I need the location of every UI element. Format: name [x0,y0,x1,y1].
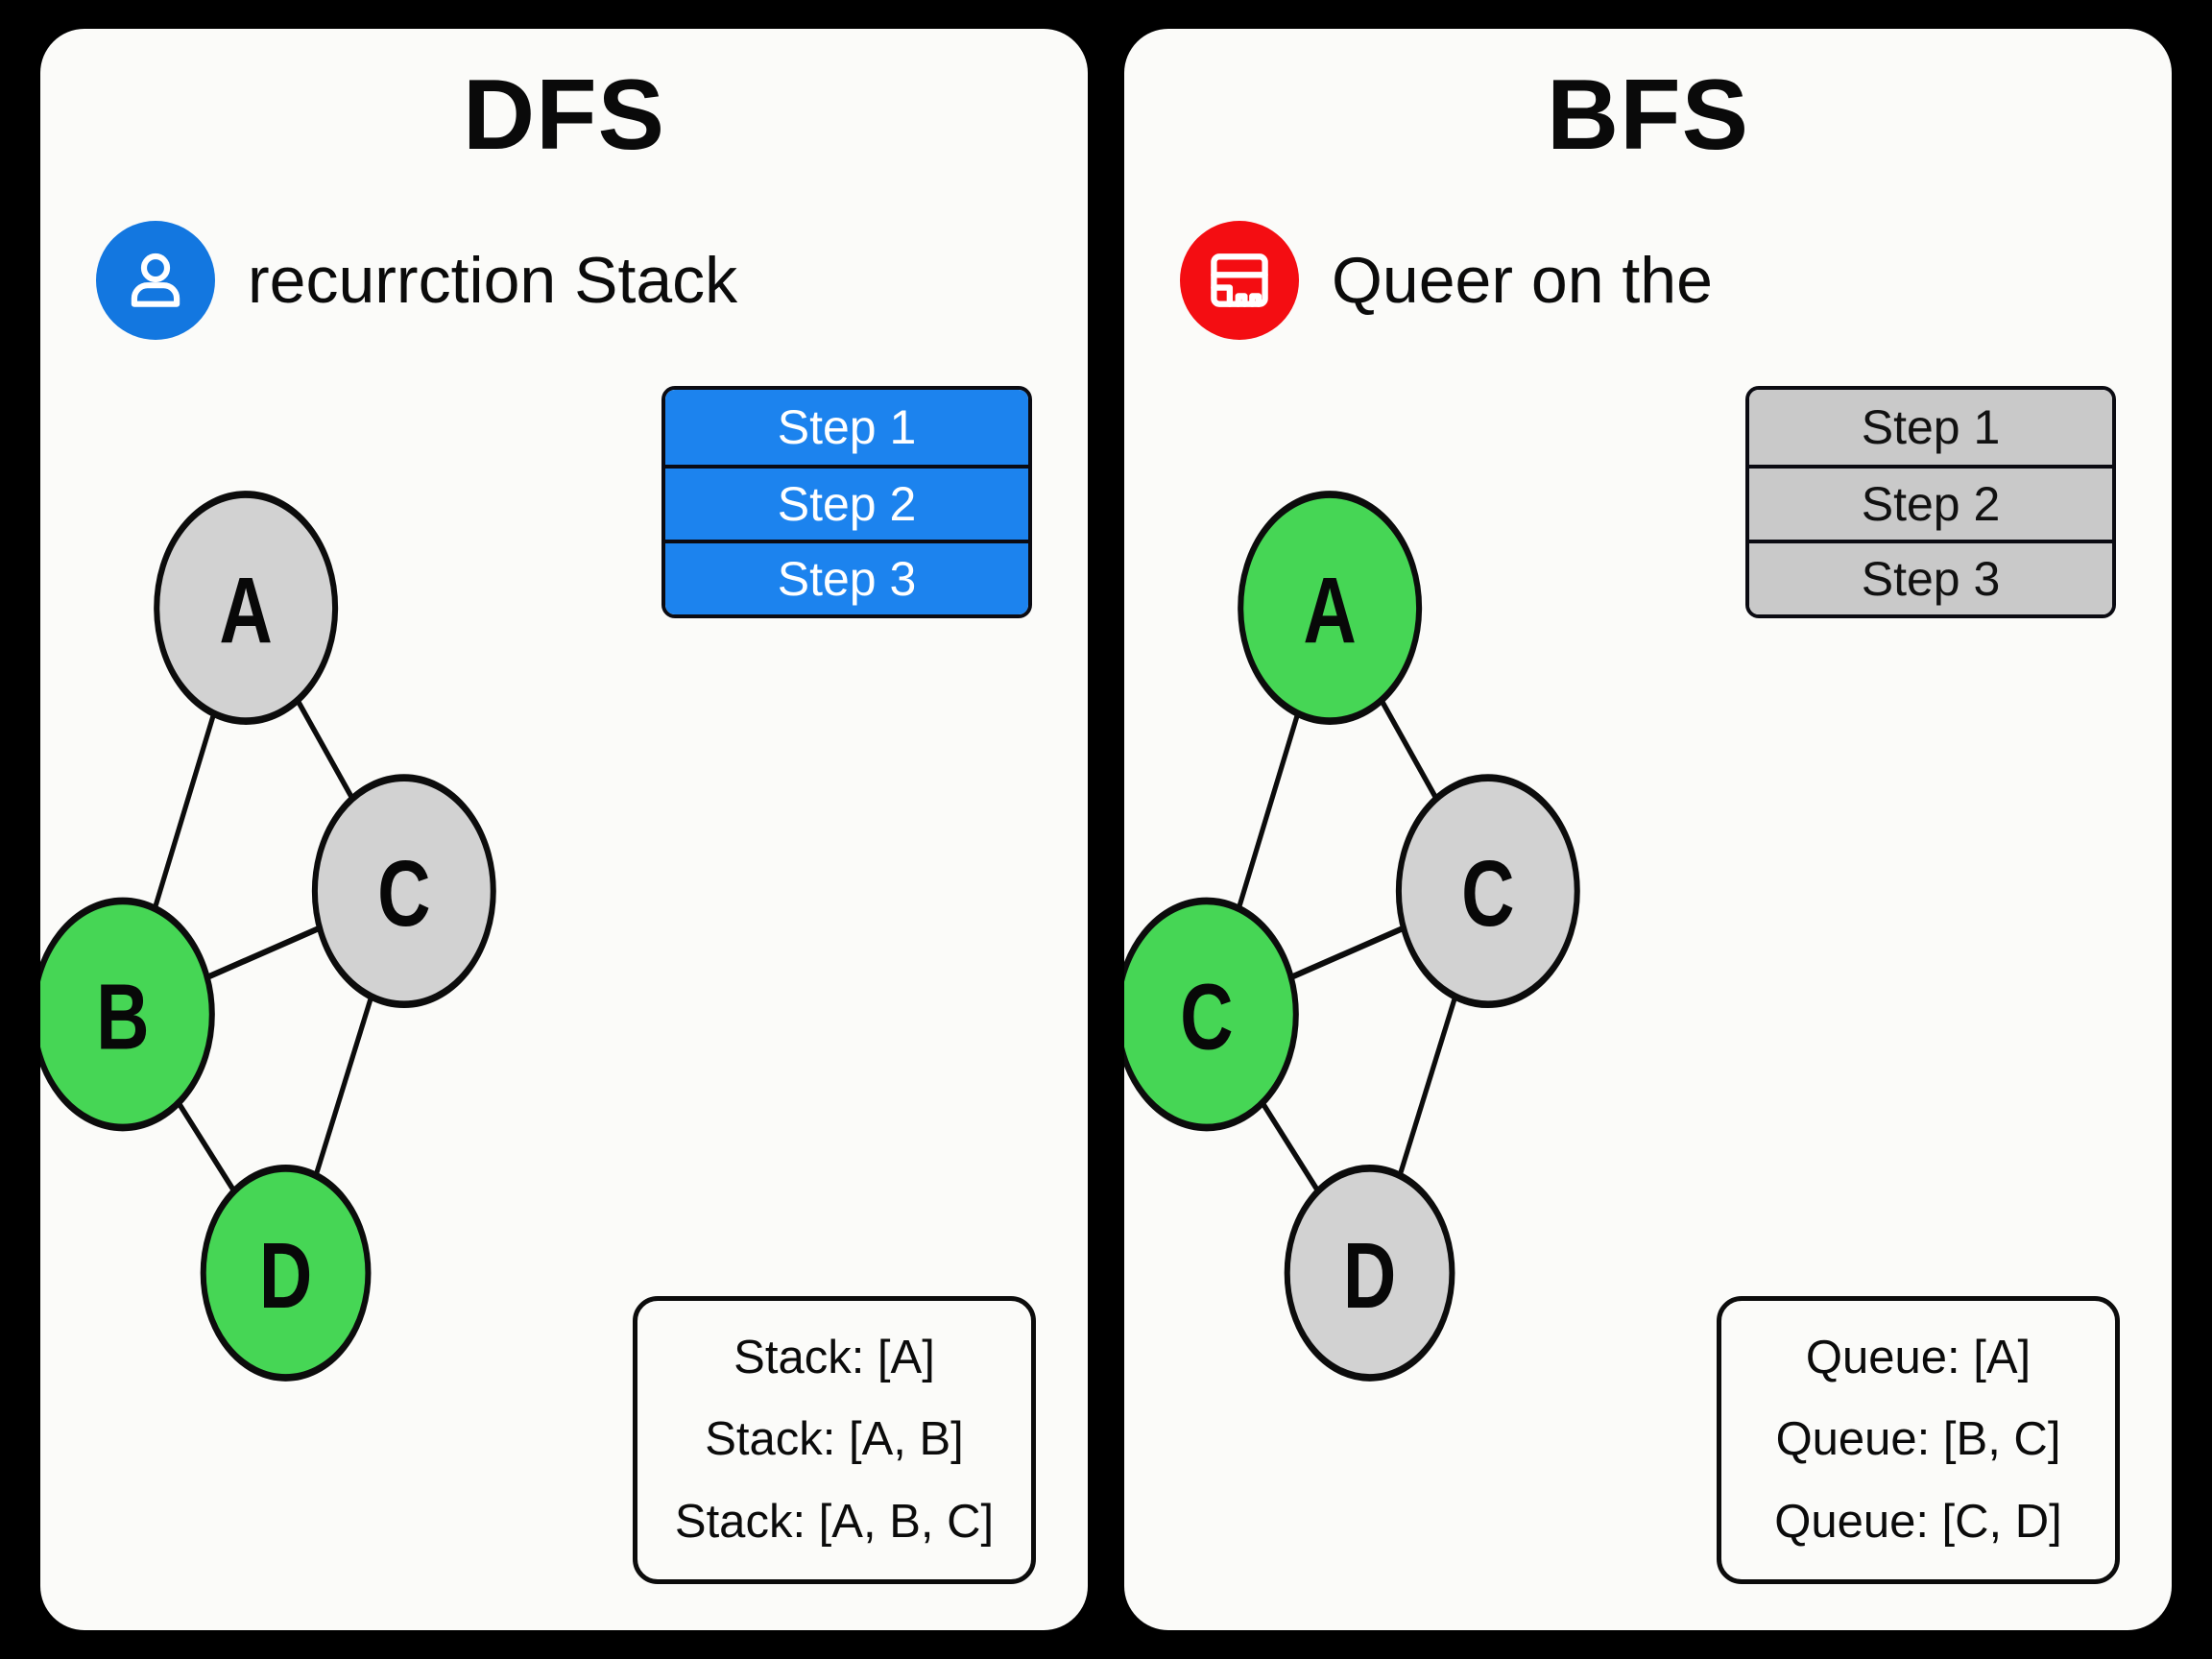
dfs-node-D-label: D [259,1223,312,1328]
dfs-node-A-label: A [219,558,272,662]
dfs-edges [120,606,407,1275]
bfs-step-3[interactable]: Step 3 [1749,540,2112,614]
bfs-subtitle-row: Queer on the [1180,221,1713,340]
bfs-node-B[interactable]: C [1124,897,1299,1132]
dfs-step-2[interactable]: Step 2 [665,465,1028,540]
dfs-stack-legend: Stack: [A] Stack: [A, B] Stack: [A, B, C… [633,1296,1036,1584]
bfs-node-C-label: C [1461,841,1514,946]
dfs-step-1[interactable]: Step 1 [665,390,1028,465]
bfs-node-C[interactable]: C [1395,774,1580,1009]
dfs-node-D[interactable]: D [200,1164,372,1382]
dfs-node-C-label: C [377,841,430,946]
user-icon [96,221,215,340]
bfs-node-A[interactable]: A [1238,491,1423,725]
bfs-queue-legend: Queue: [A] Queue: [B, C] Queue: [C, D] [1717,1296,2120,1584]
dfs-subtitle: recurrction Stack [248,244,738,317]
bfs-queue-line-3: Queue: [C, D] [1774,1495,2062,1548]
bfs-title: BFS [1547,60,1749,171]
bfs-node-D-label: D [1343,1223,1396,1328]
dfs-node-A[interactable]: A [154,491,339,725]
bfs-subtitle: Queer on the [1332,244,1713,317]
dfs-step-stack: Step 1 Step 2 Step 3 [661,386,1032,618]
dfs-stack-line-2: Stack: [A, B] [705,1413,964,1466]
dfs-node-B-label: B [96,965,149,1070]
bfs-node-B-label: C [1180,965,1233,1070]
dfs-node-C[interactable]: C [311,774,496,1009]
bfs-node-D[interactable]: D [1284,1164,1455,1382]
bfs-queue-line-2: Queue: [B, C] [1775,1413,2061,1466]
dfs-stack-line-3: Stack: [A, B, C] [674,1495,995,1548]
bfs-panel: BFS Queer on the [1124,29,2172,1630]
dfs-title: DFS [463,60,665,171]
bfs-step-1[interactable]: Step 1 [1749,390,2112,465]
bfs-node-A-label: A [1303,558,1356,662]
bfs-step-stack: Step 1 Step 2 Step 3 [1745,386,2116,618]
bfs-edges [1204,606,1491,1275]
dfs-stack-line-1: Stack: [A] [733,1332,935,1383]
storefront-icon [1180,221,1299,340]
dfs-subtitle-row: recurrction Stack [96,221,737,340]
dfs-panel: DFS recurrction Stack A [40,29,1088,1630]
bfs-step-2[interactable]: Step 2 [1749,465,2112,540]
bfs-queue-line-1: Queue: [A] [1805,1332,2032,1383]
dfs-node-B[interactable]: B [40,897,215,1132]
dfs-step-3[interactable]: Step 3 [665,540,1028,614]
